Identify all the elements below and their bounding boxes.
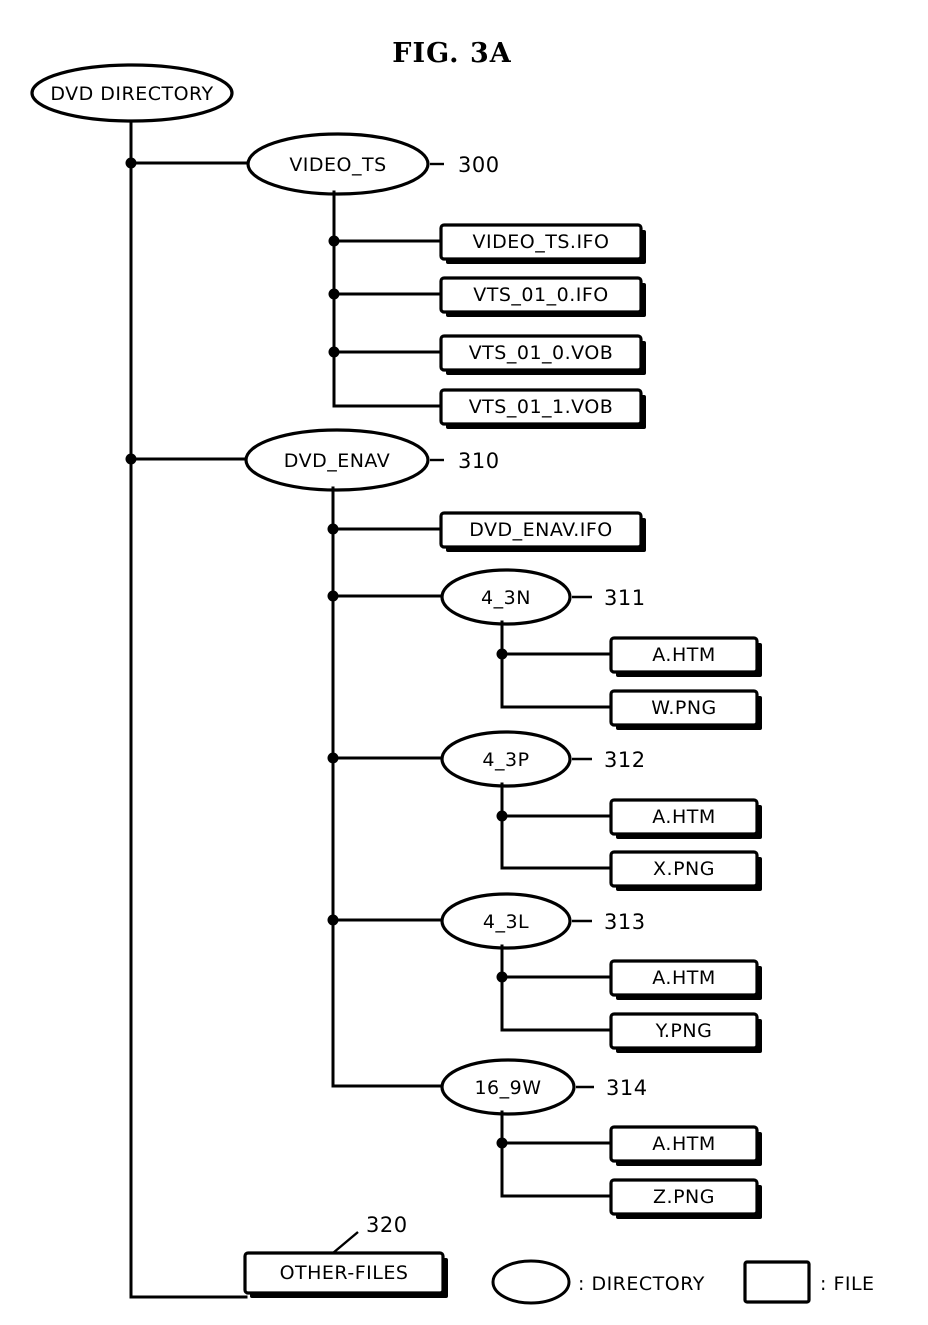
file-box — [609, 850, 759, 888]
node-4-3l[interactable]: 4_3L 313 — [440, 892, 646, 950]
junction-dot — [327, 914, 339, 926]
file-box — [439, 511, 643, 549]
node-4-3n[interactable]: 4_3N 311 — [440, 568, 646, 626]
junction-dot — [496, 971, 508, 983]
file-4-3l-a-htm[interactable]: A.HTM — [609, 959, 762, 1000]
node-16-9w[interactable]: 16_9W 314 — [440, 1058, 648, 1116]
dvd-enav-label: DVD_ENAV — [284, 450, 390, 472]
junction-dot — [327, 590, 339, 602]
file-dvd-enav-ifo[interactable]: DVD_ENAV.IFO — [439, 511, 646, 552]
branch-dvd-enav — [125, 453, 252, 465]
video-ts-ref: 300 — [458, 153, 500, 177]
file-box — [439, 388, 643, 426]
file-label: OTHER-FILES — [280, 1262, 409, 1284]
junction-dot — [496, 810, 508, 822]
file-box — [609, 798, 759, 836]
16-9w-ref: 314 — [606, 1076, 648, 1100]
file-4-3n-a-htm[interactable]: A.HTM — [609, 636, 762, 677]
file-4-3p-a-htm[interactable]: A.HTM — [609, 798, 762, 839]
junction-dot — [496, 648, 508, 660]
file-label: X.PNG — [653, 858, 715, 880]
file-box — [609, 1012, 759, 1050]
file-label: VTS_01_0.VOB — [469, 342, 614, 364]
file-16-9w-z-png[interactable]: Z.PNG — [609, 1178, 762, 1219]
4-3l-ellipse — [440, 892, 572, 950]
4-3n-ref: 311 — [604, 586, 646, 610]
legend-file-label: : FILE — [820, 1273, 875, 1295]
file-box — [609, 1178, 759, 1216]
4-3l-ref: 313 — [604, 910, 646, 934]
dvd-directory-label: DVD DIRECTORY — [50, 83, 213, 105]
4-3l-trunk — [496, 944, 614, 1032]
other-files-ref: 320 — [366, 1213, 408, 1237]
junction-dot — [327, 523, 339, 535]
file-box — [609, 636, 759, 674]
file-box — [439, 223, 643, 261]
legend-file-box-icon — [743, 1260, 811, 1304]
figure-title: FIG. 3A — [392, 38, 511, 69]
file-box — [609, 689, 759, 727]
file-other-files[interactable]: OTHER-FILES 320 — [243, 1213, 448, 1298]
file-4-3p-x-png[interactable]: X.PNG — [609, 850, 762, 891]
file-label: W.PNG — [651, 697, 717, 719]
file-label: VTS_01_0.IFO — [473, 284, 608, 306]
junction-dot — [125, 157, 137, 169]
junction-dot — [327, 752, 339, 764]
junction-dot — [328, 235, 340, 247]
4-3p-ref: 312 — [604, 748, 646, 772]
dvd-enav-trunk — [327, 486, 446, 1088]
video-ts-trunk — [328, 190, 444, 408]
file-label: VIDEO_TS.IFO — [473, 231, 610, 253]
dvd-directory-ellipse — [30, 63, 234, 123]
junction-dot — [125, 453, 137, 465]
16-9w-ellipse — [440, 1058, 576, 1116]
file-16-9w-a-htm[interactable]: A.HTM — [609, 1125, 762, 1166]
4-3p-ellipse — [440, 730, 572, 788]
file-4-3n-w-png[interactable]: W.PNG — [609, 689, 762, 730]
file-4-3l-y-png[interactable]: Y.PNG — [609, 1012, 762, 1053]
4-3l-label: 4_3L — [483, 911, 529, 933]
node-dvd-enav[interactable]: DVD_ENAV 310 — [244, 428, 500, 492]
junction-dot — [328, 288, 340, 300]
node-4-3p[interactable]: 4_3P 312 — [440, 730, 646, 788]
file-label: DVD_ENAV.IFO — [469, 519, 613, 541]
root-trunk — [129, 116, 248, 1299]
legend: : DIRECTORY : FILE — [491, 1259, 875, 1305]
dvd-enav-ref: 310 — [458, 449, 500, 473]
other-files-ref-leader — [332, 1231, 359, 1254]
16-9w-label: 16_9W — [474, 1077, 541, 1099]
file-box — [439, 276, 643, 314]
4-3n-label: 4_3N — [481, 587, 531, 609]
file-vts-01-0-ifo[interactable]: VTS_01_0.IFO — [439, 276, 646, 317]
file-video-ts-ifo[interactable]: VIDEO_TS.IFO — [439, 223, 646, 264]
video-ts-ellipse — [246, 132, 430, 196]
node-dvd-directory[interactable]: DVD DIRECTORY — [30, 63, 234, 123]
4-3p-trunk — [496, 782, 614, 870]
file-vts-01-0-vob[interactable]: VTS_01_0.VOB — [439, 334, 646, 375]
file-label: A.HTM — [652, 1133, 716, 1155]
4-3n-trunk — [496, 620, 614, 709]
file-label: A.HTM — [652, 967, 716, 989]
legend-directory-label: : DIRECTORY — [578, 1273, 705, 1295]
file-label: Y.PNG — [655, 1020, 713, 1042]
file-box — [439, 334, 643, 372]
4-3p-label: 4_3P — [482, 749, 529, 771]
file-box — [609, 959, 759, 997]
4-3n-ellipse — [440, 568, 572, 626]
file-box — [609, 1125, 759, 1163]
video-ts-label: VIDEO_TS — [289, 154, 386, 176]
node-video-ts[interactable]: VIDEO_TS 300 — [246, 132, 500, 196]
file-label: A.HTM — [652, 644, 716, 666]
junction-dot — [328, 346, 340, 358]
branch-video-ts — [125, 157, 252, 169]
file-label: VTS_01_1.VOB — [469, 396, 614, 418]
junction-dot — [496, 1137, 508, 1149]
16-9w-trunk — [496, 1110, 614, 1198]
legend-directory-ellipse-icon — [491, 1259, 571, 1305]
file-label: A.HTM — [652, 806, 716, 828]
file-label: Z.PNG — [653, 1186, 715, 1208]
file-box — [243, 1251, 445, 1295]
dvd-enav-ellipse — [244, 428, 430, 492]
file-vts-01-1-vob[interactable]: VTS_01_1.VOB — [439, 388, 646, 429]
